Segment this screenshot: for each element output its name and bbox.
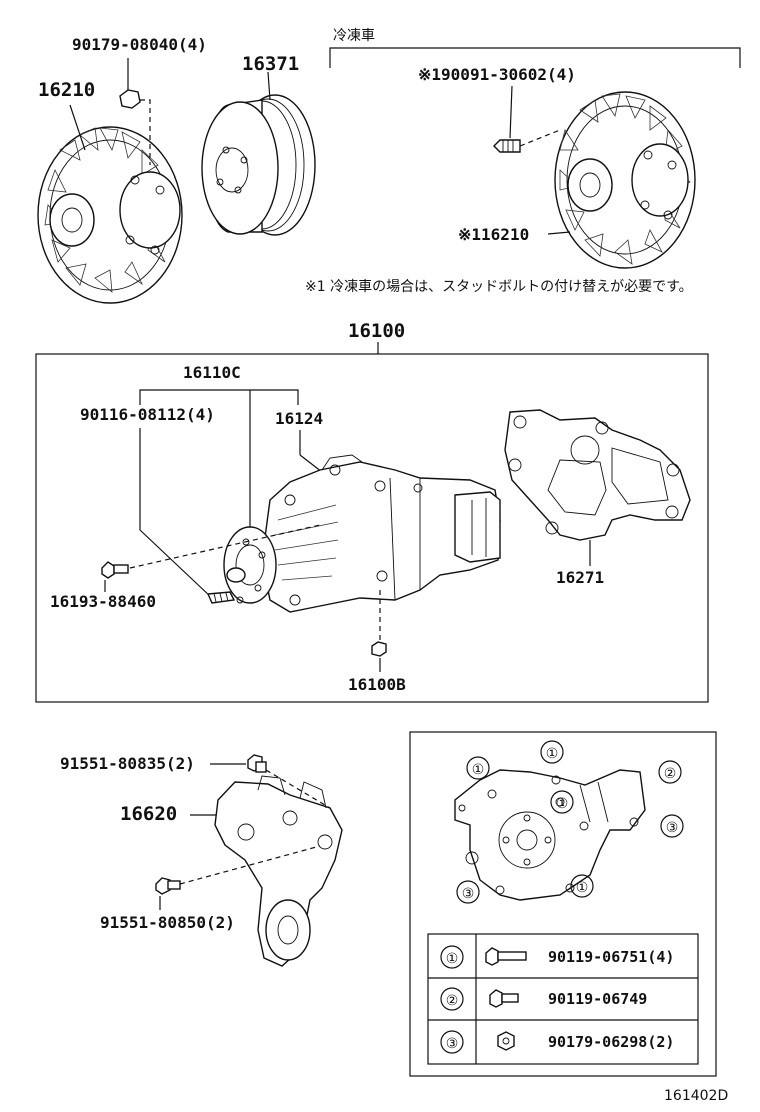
water-pump-stud-label: 90116-08112(4) bbox=[80, 405, 215, 424]
water-pump-gasket-inner-label: 16124 bbox=[275, 409, 323, 428]
idler-bracket[interactable] bbox=[190, 775, 343, 967]
bolt-key-part: 90119-06751(4) bbox=[548, 948, 674, 966]
svg-text:③: ③ bbox=[462, 886, 475, 902]
idler-bracket-part-number: 16620 bbox=[120, 803, 177, 825]
fan-clutch-right[interactable] bbox=[547, 91, 696, 269]
key-callout: ① bbox=[550, 790, 574, 814]
key-callout: ① bbox=[570, 874, 594, 898]
key-callouts: ① ① ① ② ③ ③ ① bbox=[456, 740, 684, 904]
refrigeration-note: ※1 冷凍車の場合は、スタッドボルトの付け替えが必要です。 bbox=[305, 278, 693, 295]
water-pump-plug-label: 16100B bbox=[348, 675, 406, 694]
svg-text:①: ① bbox=[576, 880, 589, 896]
bolt-key-frame bbox=[409, 731, 717, 1077]
nut-icon bbox=[497, 1031, 515, 1051]
key-callout: ② bbox=[658, 760, 682, 784]
svg-text:①: ① bbox=[546, 746, 559, 762]
diagram-code: 161402D bbox=[664, 1088, 728, 1104]
key-callout: ③ bbox=[660, 814, 684, 838]
key-callout: ① bbox=[540, 740, 564, 764]
refrigeration-stud-label: ※190091-30602(4) bbox=[418, 65, 576, 84]
bolt-key-marker: ③ bbox=[446, 1036, 459, 1052]
water-pump-assy-frame bbox=[35, 353, 709, 703]
idler-bracket-bolt-top[interactable] bbox=[210, 754, 331, 809]
water-pump-gasket[interactable] bbox=[504, 409, 691, 566]
pulley-part-number: 16371 bbox=[242, 53, 299, 75]
idler-bracket-bolt-top-label: 91551-80835(2) bbox=[60, 754, 195, 773]
svg-text:①: ① bbox=[556, 796, 569, 812]
pump-outline-small[interactable] bbox=[454, 769, 646, 901]
long-bolt-icon bbox=[485, 947, 527, 966]
bolt-key-part: 90119-06749 bbox=[548, 990, 647, 1008]
refrigeration-bracket-line bbox=[329, 47, 741, 68]
fan-clutch-part-number: 16210 bbox=[38, 79, 95, 101]
svg-text:③: ③ bbox=[666, 820, 679, 836]
bolt-key-marker: ① bbox=[446, 951, 459, 967]
water-pump-sub-assy-label: 16110C bbox=[183, 363, 241, 382]
water-pump-bolt[interactable] bbox=[101, 524, 321, 592]
fan-clutch-nut-label: 90179-08040(4) bbox=[72, 35, 207, 54]
refrigeration-stud-bolt[interactable] bbox=[493, 85, 561, 153]
key-callout: ① bbox=[466, 756, 490, 780]
refrigeration-heading: 冷凍車 bbox=[333, 27, 375, 44]
bolt-key-row[interactable]: ② 90119-06749 bbox=[440, 987, 647, 1011]
fan-clutch-nut[interactable] bbox=[119, 58, 151, 165]
water-pump-bolt-label: 16193-88460 bbox=[50, 592, 156, 611]
water-pump-drain-plug[interactable] bbox=[371, 590, 387, 672]
bolt-key-row[interactable]: ③ 90179-06298(2) bbox=[440, 1030, 674, 1054]
bolt-key-row[interactable]: ① 90119-06751(4) bbox=[440, 945, 674, 969]
water-pump-stud[interactable] bbox=[206, 591, 236, 604]
svg-text:①: ① bbox=[472, 762, 485, 778]
bolt-key-table: ① 90119-06751(4) ② 90119-06749 ③ 90179 bbox=[427, 933, 699, 1065]
water-pump-assy-part-number: 16100 bbox=[348, 320, 405, 342]
idler-bracket-bolt-bottom-label: 91551-80850(2) bbox=[100, 913, 235, 932]
water-pump-pulley[interactable] bbox=[201, 71, 316, 236]
short-bolt-icon bbox=[489, 989, 519, 1008]
water-pump-body[interactable] bbox=[223, 454, 501, 613]
bolt-key-part: 90179-06298(2) bbox=[548, 1033, 674, 1051]
idler-bracket-bolt-bottom[interactable] bbox=[155, 845, 321, 910]
bolt-key-marker: ② bbox=[446, 993, 459, 1009]
water-pump-gasket-outer-label: 16271 bbox=[556, 568, 604, 587]
svg-text:②: ② bbox=[664, 766, 677, 782]
key-callout: ③ bbox=[456, 880, 480, 904]
fan-clutch-left[interactable] bbox=[37, 104, 183, 304]
refrigeration-clutch-label: ※116210 bbox=[458, 225, 529, 244]
